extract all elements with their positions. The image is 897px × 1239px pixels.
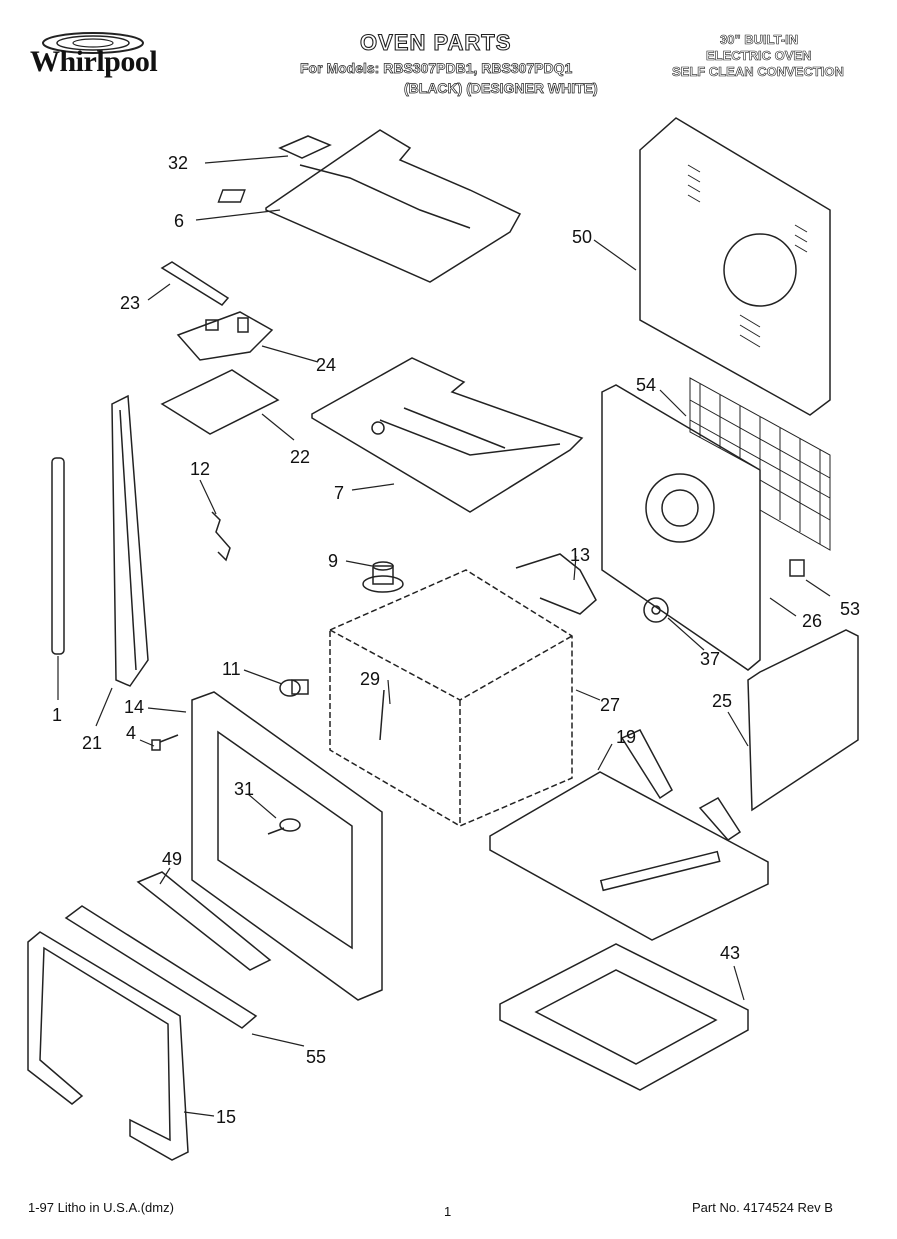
models-line: For Models: RBS307PDB1, RBS307PDQ1 xyxy=(300,60,573,77)
part-29-probe xyxy=(379,689,385,741)
callout-6: 6 xyxy=(174,211,185,231)
footer-page-number: 1 xyxy=(444,1204,452,1219)
part-22-plate xyxy=(160,369,280,435)
callout-54: 54 xyxy=(636,375,657,395)
callout-29: 29 xyxy=(360,669,381,689)
part-1-rod xyxy=(51,457,65,655)
callout-12: 12 xyxy=(190,459,211,479)
callout-32: 32 xyxy=(168,153,189,173)
callout-49: 49 xyxy=(162,849,183,869)
callout-21: 21 xyxy=(82,733,103,753)
callout-19: 19 xyxy=(616,727,637,747)
product-line-1: 30" BUILT-IN xyxy=(720,32,799,48)
part-9-knob xyxy=(362,561,404,593)
part-21-side-trim xyxy=(111,394,149,687)
part-53-clip xyxy=(789,559,805,577)
part-54-fan-baffle xyxy=(601,384,761,671)
part-12-clip xyxy=(211,511,231,562)
part-37-fan-blade xyxy=(643,597,669,623)
callout-4: 4 xyxy=(126,723,137,743)
part-14-front-frame xyxy=(191,691,383,1001)
part-54-grid xyxy=(689,377,831,551)
part-15-gasket xyxy=(27,931,189,1161)
callout-31: 31 xyxy=(234,779,255,799)
callout-24: 24 xyxy=(316,355,337,375)
callout-23: 23 xyxy=(120,293,141,313)
part-7-floor-panel xyxy=(311,357,584,513)
part-13-element xyxy=(515,553,597,615)
variants-line: (BLACK) (DESIGNER WHITE) xyxy=(404,80,598,97)
part-55-vent-trim xyxy=(64,905,258,1029)
part-6-top-panel xyxy=(265,129,522,283)
callout-13: 13 xyxy=(570,545,591,565)
part-27-oven-box xyxy=(329,569,573,827)
whirlpool-swoosh-icon xyxy=(42,32,144,54)
brand-logo: Whirlpool xyxy=(30,45,158,78)
callout-50: 50 xyxy=(572,227,593,247)
callout-1: 1 xyxy=(52,705,63,725)
part-43-drip-pan xyxy=(499,943,749,1091)
part-50-rear-panel xyxy=(639,117,831,416)
callout-14: 14 xyxy=(124,697,145,717)
part-25-side-panel xyxy=(747,629,859,812)
callout-7: 7 xyxy=(334,483,345,503)
product-line-3: SELF CLEAN CONVECTION xyxy=(672,64,845,80)
callout-15: 15 xyxy=(216,1107,237,1127)
callout-22: 22 xyxy=(290,447,311,467)
footer-part-number: Part No. 4174524 Rev B xyxy=(692,1200,833,1215)
callout-11: 11 xyxy=(222,659,241,679)
part-23-bracket xyxy=(160,261,230,306)
callout-26: 26 xyxy=(802,611,823,631)
part-11-lamp xyxy=(279,679,309,697)
callout-43: 43 xyxy=(720,943,741,963)
product-line-2: ELECTRIC OVEN xyxy=(706,48,812,64)
part-19-tray xyxy=(489,729,769,941)
footer-litho: 1-97 Litho in U.S.A.(dmz) xyxy=(28,1200,174,1215)
part-24-assembly xyxy=(176,311,274,361)
part-31-switch xyxy=(267,818,301,835)
part-4-screw xyxy=(151,734,179,751)
callout-27: 27 xyxy=(600,695,621,715)
callout-55: 55 xyxy=(306,1047,327,1067)
page-title: OVEN PARTS xyxy=(359,29,512,55)
callout-53: 53 xyxy=(840,599,861,619)
part-49-bracket xyxy=(136,871,272,971)
callout-25: 25 xyxy=(712,691,733,711)
callout-9: 9 xyxy=(328,551,339,571)
callout-37: 37 xyxy=(700,649,721,669)
part-32-plate xyxy=(278,135,332,159)
